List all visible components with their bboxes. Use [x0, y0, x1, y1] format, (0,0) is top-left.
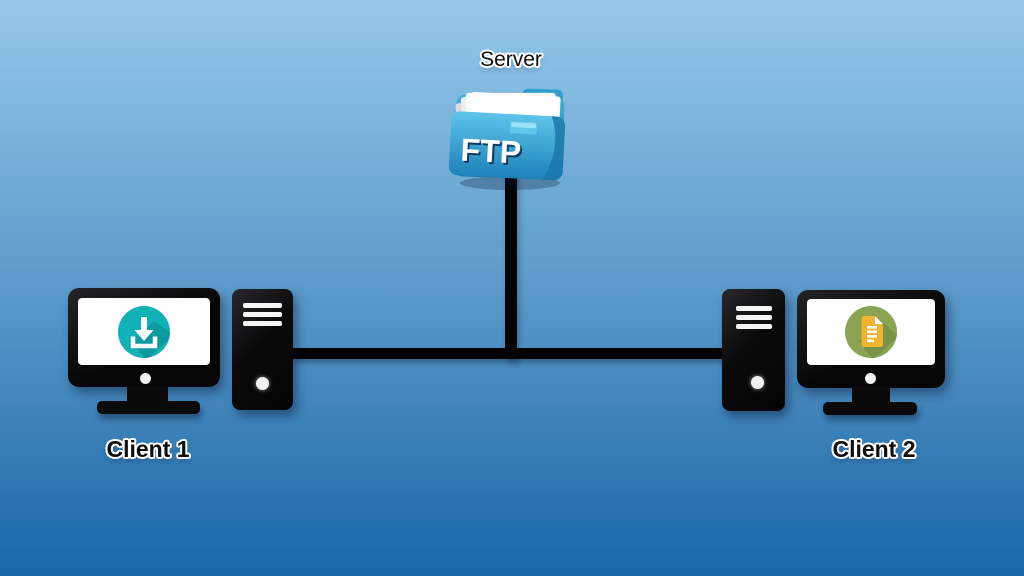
client2-label: Client 2: [832, 436, 916, 462]
client2-tower-vent: [736, 315, 772, 320]
download-icon: [118, 305, 170, 358]
ftp-folder-icon: FTP FTP: [448, 88, 566, 190]
ftp-text: FTP: [460, 132, 522, 171]
client2-monitor-base: [823, 402, 917, 415]
client2-tower-power-button: [751, 376, 764, 389]
client1-label: Client 1: [106, 436, 190, 462]
client2-monitor-power-led: [865, 373, 876, 384]
folder-shadow: [460, 176, 560, 190]
client1-tower-power-button: [256, 377, 269, 390]
server-label: Server: [480, 48, 542, 71]
folder-front: FTP FTP: [448, 111, 566, 181]
client-bus-line: [291, 348, 725, 359]
client1-screen: [78, 298, 210, 365]
client2-tower-vent: [736, 324, 772, 329]
client1-monitor-stand: [127, 385, 168, 405]
client1-tower-vent: [243, 312, 282, 317]
client1-monitor-base: [97, 401, 200, 414]
client2-tower-vent: [736, 306, 772, 311]
document-icon: [845, 306, 897, 358]
folder-fold: [542, 116, 566, 181]
folder-badge-highlight: [511, 122, 537, 129]
client2-screen: [807, 299, 935, 365]
client1-monitor-power-led: [140, 373, 151, 384]
client1-tower-vent: [243, 303, 282, 308]
server-link-line: [505, 170, 517, 359]
ftp-text-shadow: FTP: [462, 134, 524, 173]
client2-monitor-stand: [852, 387, 890, 406]
client1-tower-vent: [243, 321, 282, 326]
